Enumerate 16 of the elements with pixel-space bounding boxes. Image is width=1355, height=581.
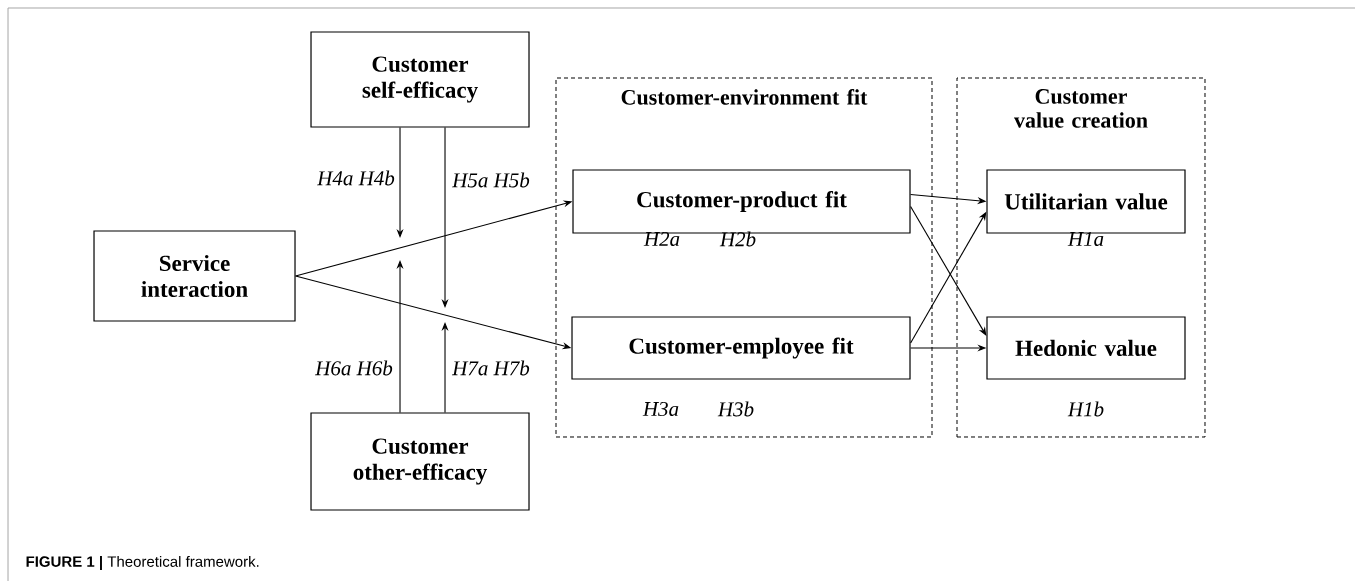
- hypothesis-label: H1b: [1067, 401, 1104, 417]
- hypothesis-label: H2a: [643, 231, 680, 247]
- edge-label: H4a H4b: [316, 169, 396, 187]
- hypothesis-label: H1a: [1067, 231, 1104, 247]
- concept-box: Customer self-efficacy: [310, 31, 530, 128]
- concept-box: Customer other-efficacy: [310, 412, 530, 511]
- concept-box: Customer-employee fit: [571, 316, 911, 380]
- caption: FIGURE 1 | Theoretical framework.: [26, 555, 259, 571]
- concept-box: Hedonic value: [986, 316, 1186, 380]
- hypothesis-label: H3a: [642, 401, 679, 417]
- edge-label: H6a H6b: [314, 359, 394, 377]
- hypothesis-label: H2b: [719, 231, 756, 247]
- edge-label: H5a H5b: [451, 171, 531, 189]
- hypothesis-label: H3b: [717, 401, 754, 417]
- concept-box: Service interaction: [93, 230, 296, 322]
- edge-label: H7a H7b: [451, 359, 531, 377]
